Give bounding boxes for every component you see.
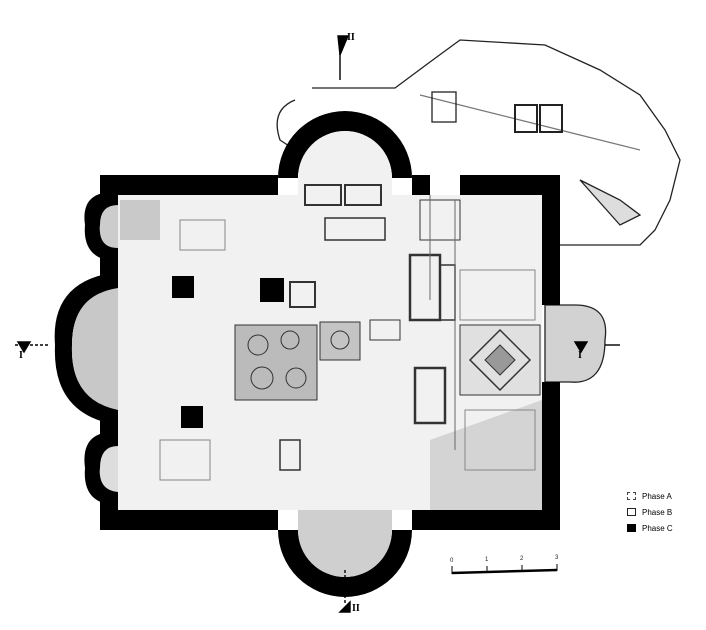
outline-swatch-icon xyxy=(627,508,636,516)
scale-tick-label: 3 xyxy=(555,555,559,561)
scale-tick-label: 0 xyxy=(450,558,454,564)
legend-label: Phase B xyxy=(642,507,673,517)
section-label-bottom: II xyxy=(352,603,360,614)
scale-tick-label: 1 xyxy=(485,557,489,563)
scale-tick-label: 2 xyxy=(520,556,524,562)
solid-swatch-icon xyxy=(627,524,636,532)
legend-item-phase-c: Phase C xyxy=(627,520,673,536)
interior-features xyxy=(159,184,541,481)
legend-item-phase-b: Phase B xyxy=(627,504,673,520)
scale-bar xyxy=(451,564,558,575)
section-label-left: I xyxy=(19,350,23,361)
section-lines xyxy=(15,35,620,613)
section-marker-right-icon xyxy=(573,341,589,354)
section-label-top: II xyxy=(347,32,355,43)
section-marker-left-icon xyxy=(16,341,32,354)
legend-label: Phase A xyxy=(642,491,672,501)
legend-item-phase-a: Phase A xyxy=(627,488,673,504)
section-marker-bottom-icon xyxy=(338,600,351,613)
dashed-swatch-icon xyxy=(627,492,636,500)
legend-label: Phase C xyxy=(642,523,673,533)
phase-c-piers xyxy=(172,276,284,428)
section-label-right: I xyxy=(578,350,582,361)
legend: Phase A Phase B Phase C xyxy=(627,488,673,536)
